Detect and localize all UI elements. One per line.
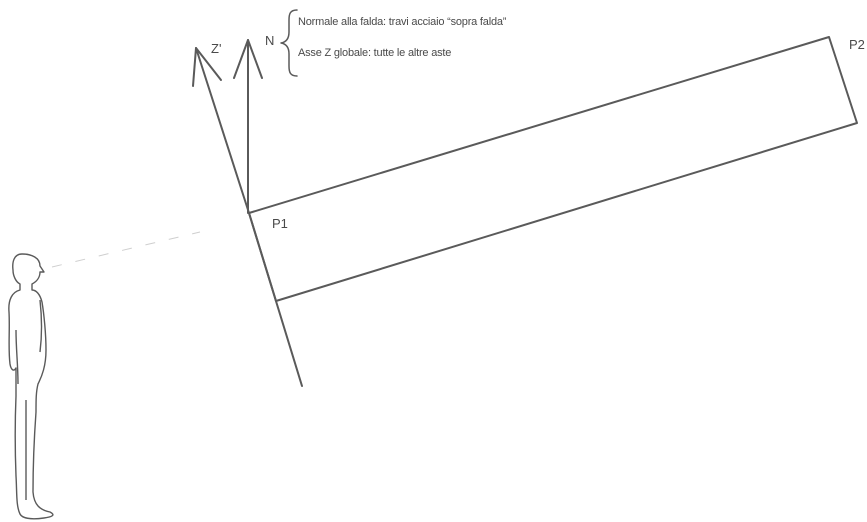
z-prime-label: Z' [211,41,222,56]
beam-outline [248,36,858,302]
local-axis-line [248,212,303,387]
normal-arrowhead [233,39,263,79]
sight-line [51,231,201,268]
normal-label: N [265,33,275,48]
p2-label: P2 [849,37,865,52]
observer-figure-icon [8,253,54,520]
global-z-description: Asse Z globale: tutte le altre aste [298,47,452,59]
brace [280,9,298,77]
normal-description: Normale alla falda: travi acciaio “sopra… [298,16,507,28]
z-prime-axis-line [195,47,250,214]
z-prime-arrowhead [192,47,222,87]
p1-label: P1 [272,216,288,231]
